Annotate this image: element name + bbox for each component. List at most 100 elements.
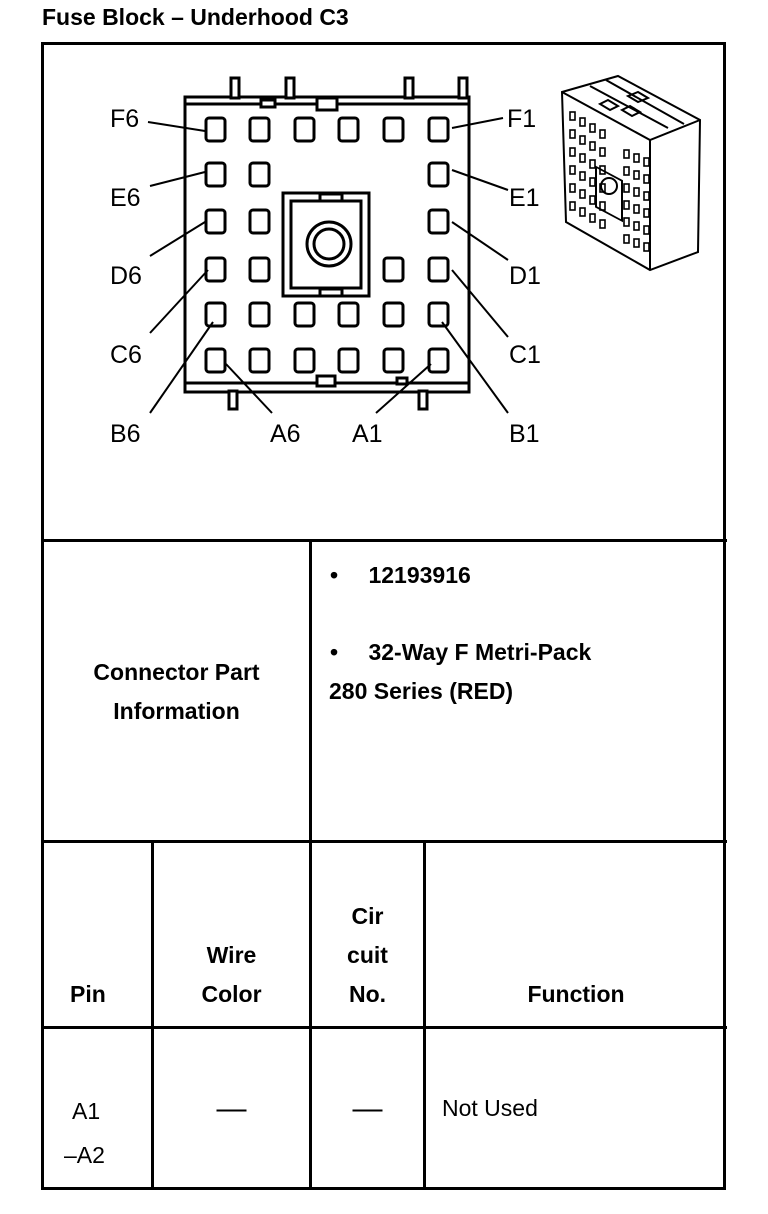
pin-label-d6: D6 <box>110 262 142 290</box>
iso-cavity <box>623 217 630 227</box>
terminal-cavity <box>382 116 405 143</box>
terminal-cavity <box>427 347 450 374</box>
iso-cavity <box>623 149 630 159</box>
bullet-part-number: • 12193916 <box>330 556 471 595</box>
iso-cavity <box>569 183 576 193</box>
header-pin: Pin <box>70 981 106 1007</box>
terminal-cavity <box>248 208 271 235</box>
header-circuit-1: Cir <box>351 903 384 929</box>
iso-cavity <box>633 204 640 214</box>
pin-label-d1: D1 <box>509 262 541 290</box>
iso-cavity <box>633 170 640 180</box>
iso-cavity <box>569 201 576 211</box>
header-circuit-3: No. <box>348 981 387 1007</box>
pin-label-c1: C1 <box>509 341 541 369</box>
leader-lines <box>147 117 509 414</box>
terminal-cavity <box>204 161 227 188</box>
terminal-cavity <box>293 301 316 328</box>
iso-cavity <box>643 191 650 201</box>
table-row-pin: A1 –A2 <box>64 1089 105 1177</box>
iso-cavity <box>633 153 640 163</box>
terminal-cavity <box>293 116 316 143</box>
terminal-cavity <box>337 116 360 143</box>
terminal-cavity <box>382 256 405 283</box>
terminal-cavity <box>427 116 450 143</box>
pin-label-b1: B1 <box>509 420 540 448</box>
iso-cavity <box>579 135 586 145</box>
header-circuit-2: cuit <box>347 942 388 968</box>
iso-cavity <box>569 165 576 175</box>
iso-cavity <box>623 200 630 210</box>
connector-body <box>183 95 471 394</box>
iso-cavity <box>569 147 576 157</box>
iso-cavity <box>599 201 606 211</box>
page-title: Fuse Block – Underhood C3 <box>42 4 349 30</box>
iso-cavity <box>589 159 596 169</box>
header-function: Function <box>527 981 625 1007</box>
iso-cavity <box>589 177 596 187</box>
connector-info-label: Connector Part Information <box>44 653 309 731</box>
connector-isometric-icon <box>560 74 702 272</box>
iso-cavity <box>579 207 586 217</box>
iso-cavity <box>599 219 606 229</box>
iso-cavity <box>623 183 630 193</box>
iso-cavity <box>589 195 596 205</box>
pin-label-f6: F6 <box>110 105 139 133</box>
terminal-cavity <box>248 256 271 283</box>
iso-cavity <box>599 165 606 175</box>
description-line-2: 280 Series (RED) <box>329 678 514 704</box>
iso-cavity <box>643 208 650 218</box>
terminal-cavity <box>204 256 227 283</box>
terminal-cavity <box>248 116 271 143</box>
terminal-cavity <box>248 301 271 328</box>
iso-cavity <box>579 171 586 181</box>
iso-cavity <box>633 187 640 197</box>
row-pin-2: –A2 <box>64 1142 105 1168</box>
col-divider-2 <box>309 840 312 1190</box>
part-number: 12193916 <box>368 562 471 588</box>
description-line-1: 32-Way F Metri-Pack <box>368 639 592 665</box>
iso-cavity <box>623 166 630 176</box>
terminal-cavity <box>427 161 450 188</box>
iso-cavity <box>633 238 640 248</box>
pin-label-a1: A1 <box>352 420 383 448</box>
pin-label-e6: E6 <box>110 184 141 212</box>
bullet-description: • 32-Way F Metri-Pack <box>330 633 591 672</box>
iso-cavity <box>643 157 650 167</box>
connector-table-frame <box>41 42 726 1190</box>
connector-face-diagram: F6 E6 D6 C6 B6 F1 E1 D1 C1 B1 A6 A1 <box>110 74 702 448</box>
pin-label-c6: C6 <box>110 341 142 369</box>
iso-cavity <box>643 174 650 184</box>
col-divider-3 <box>423 840 426 1190</box>
row-circuit: — <box>352 1092 383 1125</box>
header-circuit: Cir cuit No. <box>312 897 423 1014</box>
terminal-cavity <box>204 208 227 235</box>
iso-cavity <box>589 213 596 223</box>
terminal-cavities <box>204 116 450 374</box>
iso-cavity <box>589 141 596 151</box>
iso-cavity <box>579 117 586 127</box>
divider-info <box>41 840 727 843</box>
terminal-cavity <box>204 347 227 374</box>
row-function: Not Used <box>442 1095 538 1121</box>
iso-cavity <box>569 129 576 139</box>
header-color: Color <box>201 981 262 1007</box>
latch-housing <box>281 191 371 298</box>
info-column-divider <box>309 539 312 843</box>
divider-header <box>41 1026 727 1029</box>
iso-cavity <box>589 123 596 133</box>
pin-label-e1: E1 <box>509 184 540 212</box>
iso-cavity <box>599 129 606 139</box>
terminal-cavity <box>427 208 450 235</box>
row-wire-color: — <box>216 1092 247 1125</box>
iso-cavity <box>623 234 630 244</box>
bullet-icon: • <box>330 639 339 665</box>
terminal-cavity <box>427 256 450 283</box>
iso-cavity <box>599 147 606 157</box>
iso-cavity <box>599 183 606 193</box>
divider-diagram <box>41 539 727 542</box>
col-divider-1 <box>151 840 154 1190</box>
iso-cavity <box>643 242 650 252</box>
terminal-cavity <box>248 161 271 188</box>
row-pin-1: A1 <box>72 1098 101 1124</box>
